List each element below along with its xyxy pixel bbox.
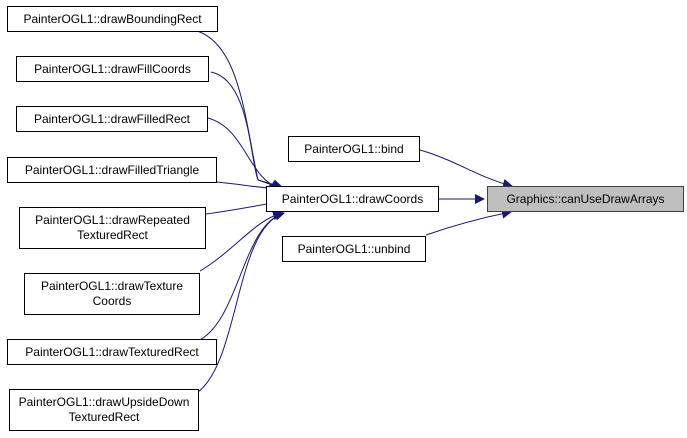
- node-painterogl1-drawcoords[interactable]: PainterOGL1::drawCoords: [266, 186, 439, 212]
- node-painterogl1-unbind[interactable]: PainterOGL1::unbind: [282, 236, 426, 262]
- node-painterogl1-drawupsidedowntexturedrect[interactable]: PainterOGL1::drawUpsideDown TexturedRect: [9, 389, 199, 431]
- node-painterogl1-bind[interactable]: PainterOGL1::bind: [288, 136, 420, 162]
- edge-drawtexturedrect-drawcoords: [197, 210, 285, 342]
- node-painterogl1-drawfillcoords[interactable]: PainterOGL1::drawFillCoords: [16, 56, 209, 82]
- node-painterogl1-drawtexturecoords[interactable]: PainterOGL1::drawTexture Coords: [24, 273, 200, 315]
- edge-drawtexturecoords-drawcoords: [199, 210, 283, 272]
- edge-drawfilledrect-drawcoords: [207, 117, 281, 191]
- node-painterogl1-drawfilledtriangle[interactable]: PainterOGL1::drawFilledTriangle: [7, 157, 217, 183]
- node-painterogl1-drawtexturedrect[interactable]: PainterOGL1::drawTexturedRect: [7, 339, 217, 365]
- node-painterogl1-drawboundingrect[interactable]: PainterOGL1::drawBoundingRect: [7, 6, 218, 32]
- edge-bind-target: [419, 149, 513, 189]
- node-painterogl1-drawfilledrect[interactable]: PainterOGL1::drawFilledRect: [16, 106, 208, 132]
- target-node-graphics-canusedrawarrays: Graphics::canUseDrawArrays: [487, 186, 684, 212]
- edge-unbind-target: [425, 208, 512, 236]
- edge-drawfillcoords-drawcoords: [210, 71, 282, 190]
- node-painterogl1-drawrepeatedtexturedrect[interactable]: PainterOGL1::drawRepeated TexturedRect: [19, 207, 206, 249]
- edge-drawupsidedowntexturedrect-drawcoords: [197, 210, 285, 393]
